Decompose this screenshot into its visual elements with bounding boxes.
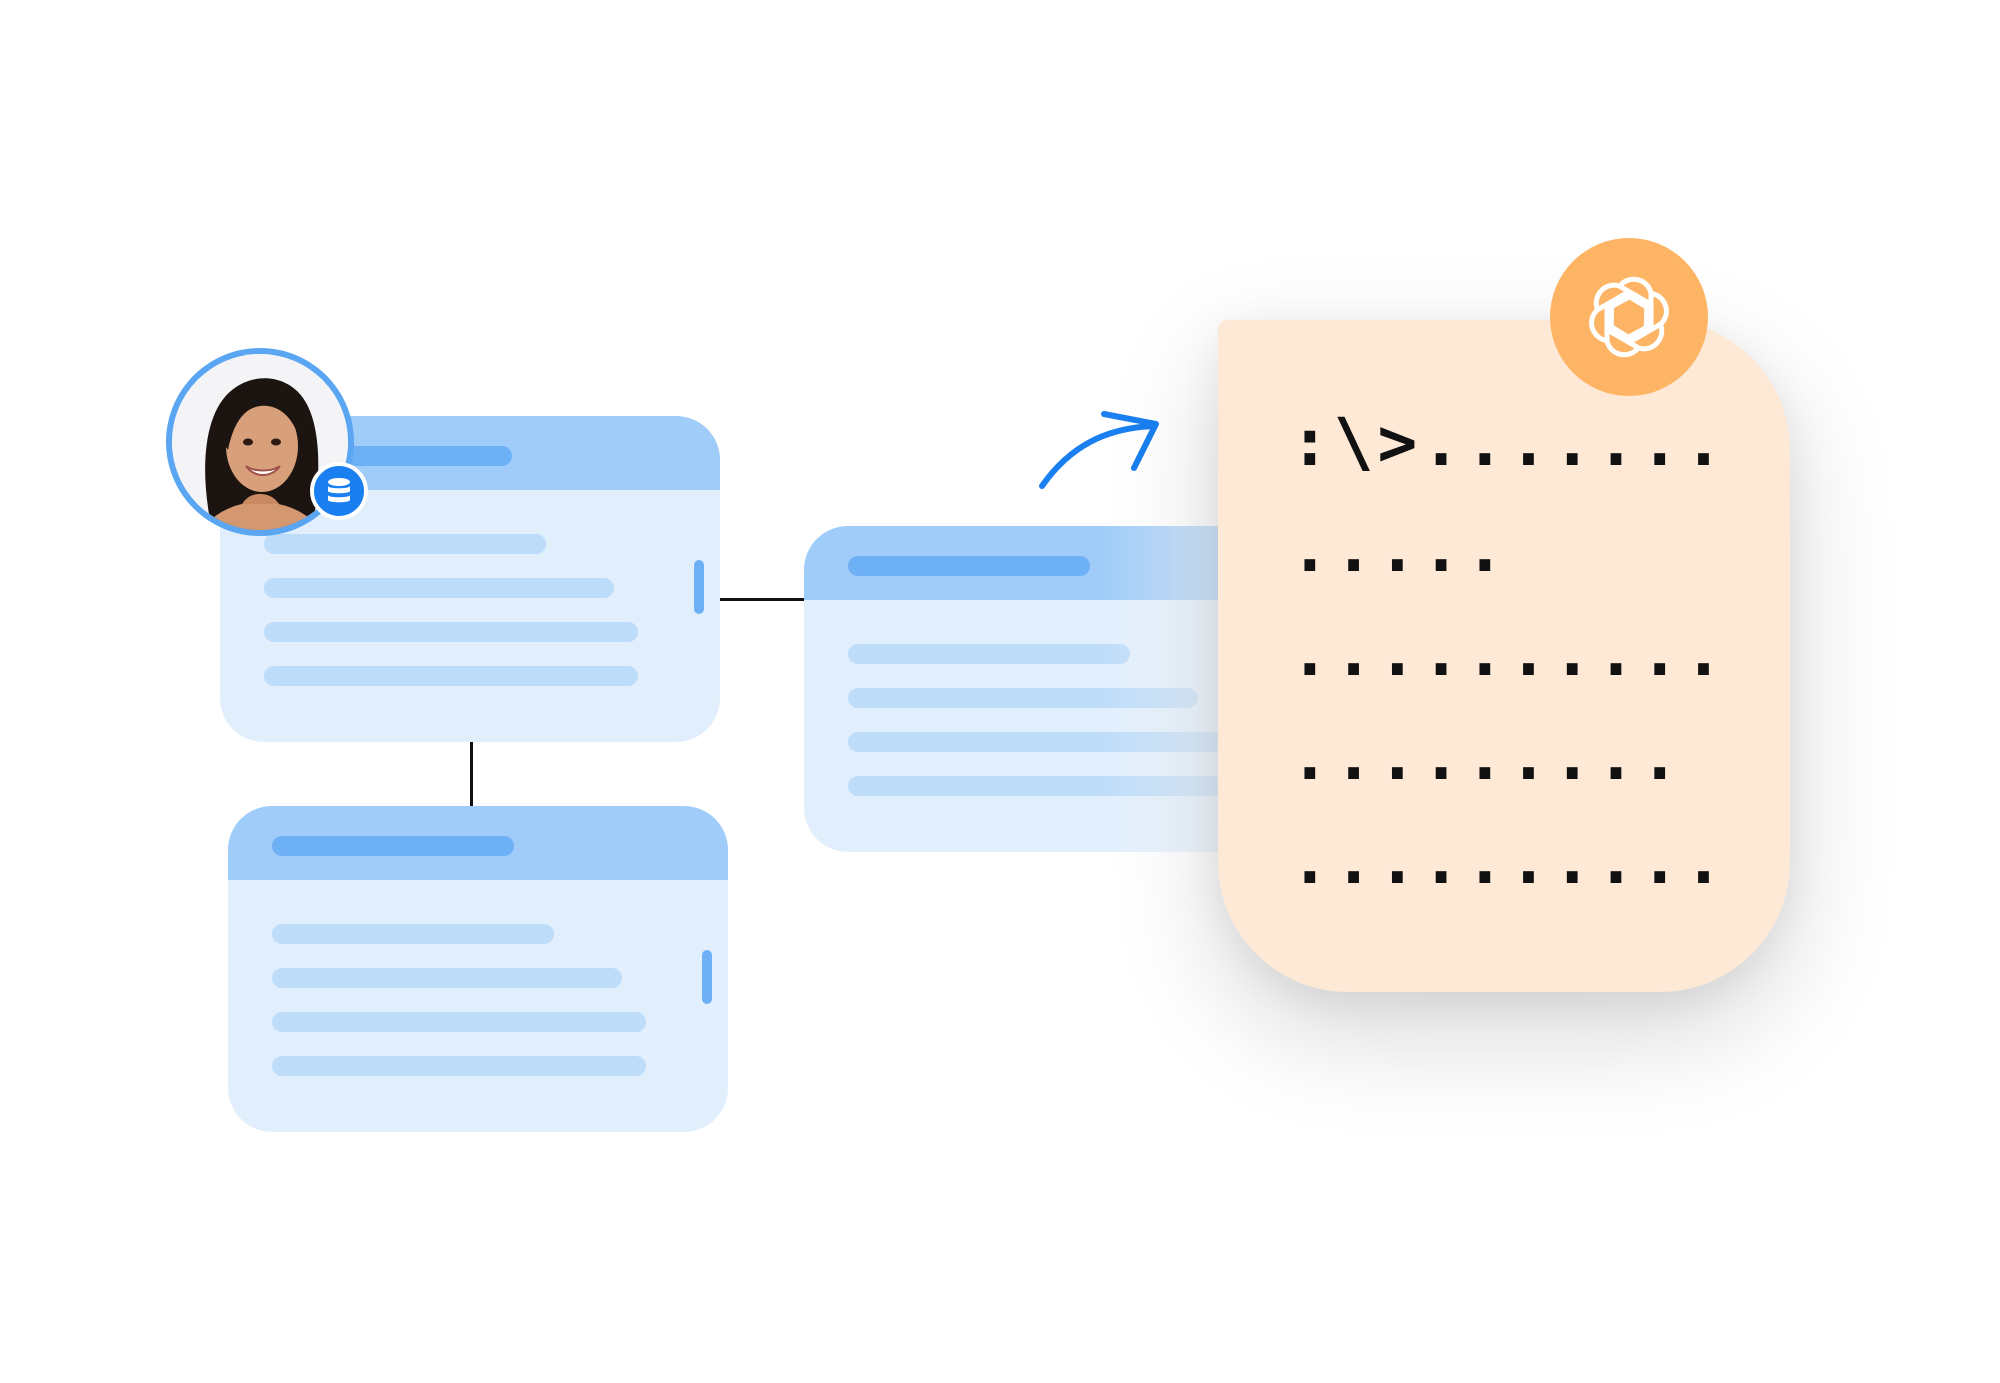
openai-logo-icon [1589,276,1669,358]
card-bottom-left [228,806,728,1132]
terminal-line-2: ..... [1290,510,1509,587]
card-title-placeholder [848,556,1090,576]
text-line-placeholder [272,1012,646,1032]
resize-handle[interactable] [702,950,712,1004]
terminal-panel: :\>....... ..... .......... ......... ..… [1218,320,1790,992]
text-line-placeholder [848,776,1222,796]
terminal-line-5: .......... [1290,822,1728,899]
text-line-placeholder [264,578,614,598]
text-line-placeholder [272,1056,646,1076]
text-line-placeholder [848,732,1222,752]
terminal-line-3: .......... [1290,614,1728,691]
card-title-placeholder [326,446,512,466]
card-title-placeholder [272,836,514,856]
database-icon [328,478,350,503]
card-top-left [220,416,720,742]
text-line-placeholder [272,968,622,988]
text-line-placeholder [264,666,638,686]
curved-arrow-icon [1039,411,1159,489]
resize-handle[interactable] [694,560,704,614]
text-line-placeholder [848,688,1198,708]
terminal-line-4: ......... [1290,718,1684,795]
text-line-placeholder [264,534,546,554]
terminal-line-1: :\>....... [1290,404,1728,481]
connector-vertical [470,740,473,808]
user-photo-icon [172,354,348,530]
text-line-placeholder [264,622,638,642]
database-badge [310,462,368,520]
text-line-placeholder [272,924,554,944]
text-line-placeholder [848,644,1130,664]
connector-horizontal [720,598,806,601]
gpt-badge [1550,238,1708,396]
